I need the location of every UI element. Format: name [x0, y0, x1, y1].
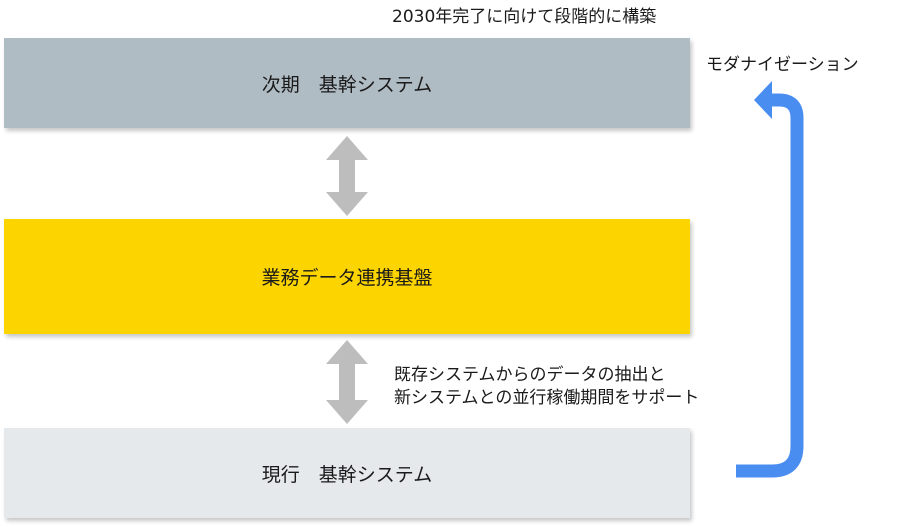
data-integration-platform-box: 業務データ連携基盤	[4, 219, 690, 334]
modernization-arrow-head	[754, 81, 772, 119]
current-core-system-box: 現行 基幹システム	[4, 428, 690, 518]
modernization-arrow-path	[736, 93, 804, 478]
upper-double-arrow	[326, 136, 368, 216]
lower-double-arrow	[326, 340, 368, 424]
next-core-system-box: 次期 基幹システム	[4, 38, 690, 128]
current-core-system-label: 現行 基幹システム	[261, 463, 433, 486]
modernization-label: モダナイゼーション	[706, 55, 859, 75]
next-core-system-label: 次期 基幹システム	[261, 73, 433, 96]
parallel-operation-note: 既存システムからのデータの抽出と 新システムとの並行稼働期間をサポート	[394, 364, 699, 410]
data-integration-platform-label: 業務データ連携基盤	[261, 267, 433, 289]
parallel-operation-note-line1: 既存システムからのデータの抽出と	[394, 365, 666, 385]
phased-build-note: 2030年完了に向けて段階的に構築	[392, 7, 657, 27]
parallel-operation-note-line2: 新システムとの並行稼働期間をサポート	[394, 387, 700, 408]
